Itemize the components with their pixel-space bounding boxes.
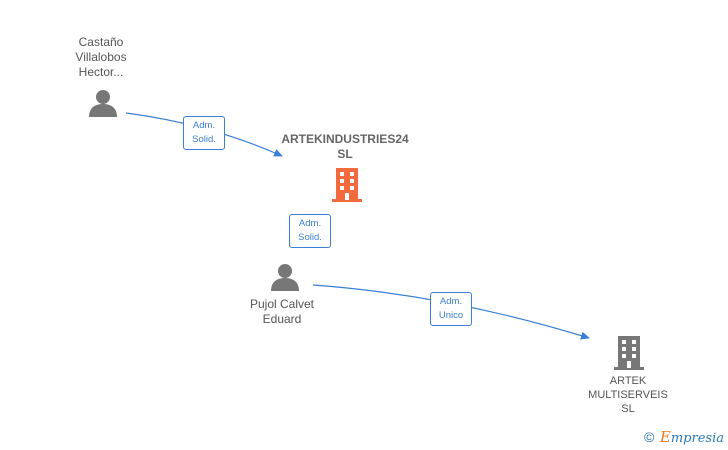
node-label-line: Villalobos (75, 50, 127, 64)
person-icon[interactable] (88, 88, 118, 118)
edge-label-line: Unico (438, 310, 464, 321)
edge-label-adm-solid[interactable]: Adm. Solid. (289, 214, 331, 248)
node-label-castano-villalobos[interactable]: Castaño Villalobos Hector... (55, 35, 147, 80)
node-label-line: SL (337, 147, 353, 161)
edge-label-adm-unico[interactable]: Adm. Unico (430, 292, 472, 326)
edge-label-line: Solid. (192, 134, 216, 145)
node-label-line: SL (621, 403, 635, 415)
edge-label-line: Solid. (298, 232, 322, 243)
node-label-line: Castaño (78, 35, 124, 49)
node-label-artek-multiserveis[interactable]: ARTEK MULTISERVEIS SL (576, 374, 680, 416)
brand-logo-text: mpresia (670, 431, 724, 446)
edge-label-line: Adm. (298, 218, 322, 229)
node-label-line: ARTEK (609, 375, 647, 387)
edge-label-line: Adm. (439, 296, 463, 307)
node-label-line: Eduard (262, 312, 302, 326)
edge-label-adm-solid[interactable]: Adm. Solid. (183, 116, 225, 150)
brand-logo-e: E (659, 428, 671, 446)
edge-label-line: Adm. (192, 120, 216, 131)
building-icon[interactable] (613, 334, 645, 370)
node-label-line: MULTISERVEIS (588, 389, 668, 401)
copyright-symbol: © (643, 429, 655, 445)
node-label-artekindustries24[interactable]: ARTEKINDUSTRIES24 SL (270, 132, 420, 162)
node-label-line: Hector... (78, 65, 124, 79)
node-label-line: Pujol Calvet (249, 297, 315, 311)
person-icon[interactable] (270, 262, 300, 292)
building-icon[interactable] (331, 166, 363, 202)
empresia-watermark: © Empresia (644, 428, 724, 446)
node-label-pujol-calvet[interactable]: Pujol Calvet Eduard (236, 297, 328, 327)
node-label-line: ARTEKINDUSTRIES24 (281, 132, 409, 146)
